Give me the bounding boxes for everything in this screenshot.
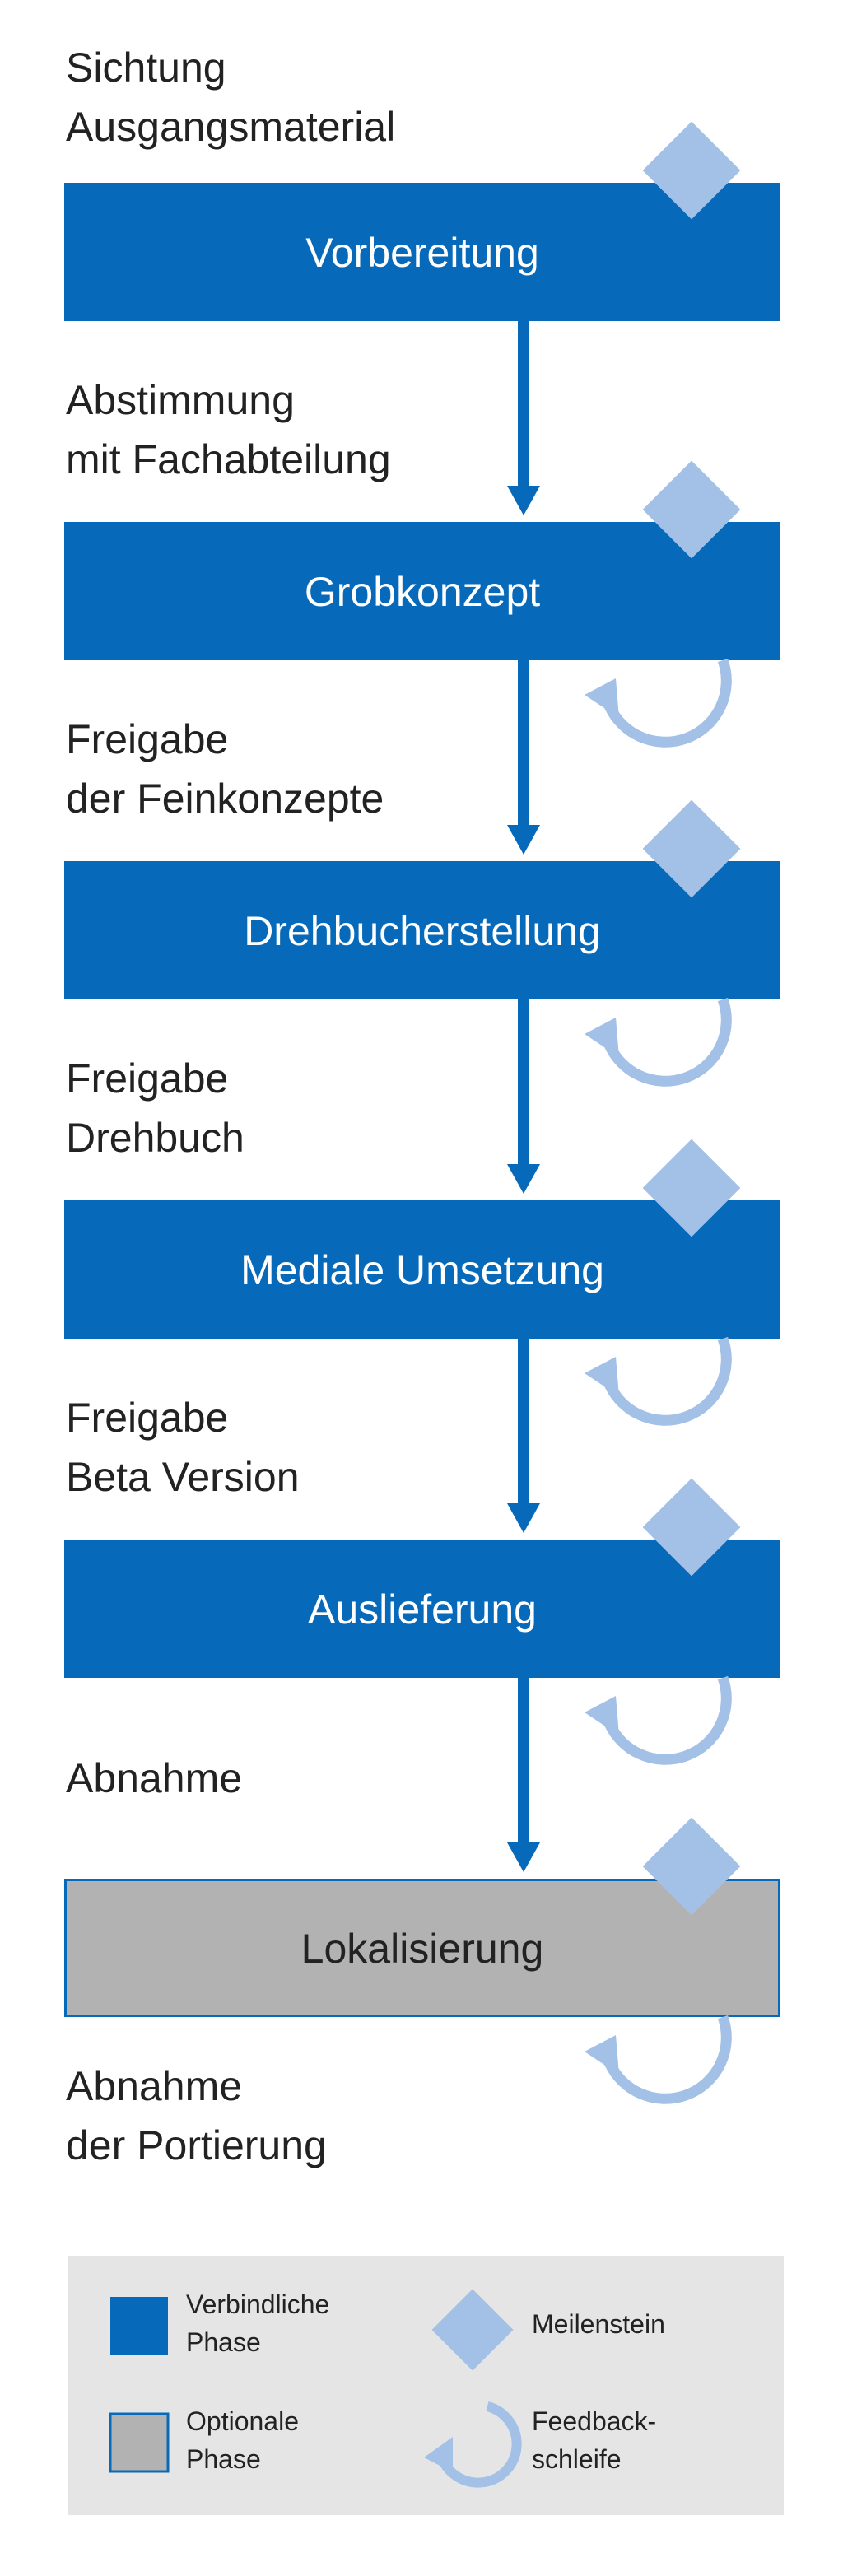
legend xyxy=(68,2256,784,2515)
phase-box: Lokalisierung xyxy=(64,1817,780,2017)
feedback-loop-icon xyxy=(585,2015,732,2104)
transition-note: Freigabe der Feinkonzepte xyxy=(66,716,384,822)
phase-box: Auslieferung xyxy=(64,1478,780,1678)
milestone-icon xyxy=(642,1817,741,1916)
phase-rect-mandatory xyxy=(64,1200,780,1339)
flow-arrow xyxy=(507,1678,540,1872)
start-note: Sichtung Ausgangsmaterial xyxy=(66,44,396,150)
phase-box: Drehbucherstellung xyxy=(64,799,780,999)
milestone-icon xyxy=(642,1478,741,1577)
end-note: Abnahme der Portierung xyxy=(66,2063,327,2168)
phase-box: Vorbereitung xyxy=(64,121,780,321)
legend-mandatory-swatch xyxy=(110,2297,168,2355)
feedback-loop-icon xyxy=(424,2401,522,2488)
feedback-loop-icon xyxy=(585,1336,732,1426)
flow-arrow xyxy=(507,999,540,1194)
transition-note: Abnahme xyxy=(66,1755,243,1801)
milestone-icon xyxy=(642,121,741,220)
transition-note: Freigabe Drehbuch xyxy=(66,1055,245,1161)
legend-background xyxy=(68,2256,784,2515)
phase-rect-mandatory xyxy=(64,522,780,660)
phase-label: Grobkonzept xyxy=(305,569,540,615)
legend-mandatory-label: Verbindliche Phase xyxy=(186,2290,330,2357)
feedback-loops xyxy=(585,658,732,2104)
feedback-loop-icon xyxy=(585,997,732,1087)
phase-label: Auslieferung xyxy=(308,1586,537,1633)
milestone-icon xyxy=(642,460,741,559)
milestone-icon xyxy=(642,799,741,898)
legend-feedback-label: Feedback- schleife xyxy=(532,2406,657,2474)
phase-rect-mandatory xyxy=(64,183,780,321)
transition-note: Abstimmung mit Fachabteilung xyxy=(66,377,391,482)
flow-arrow xyxy=(507,660,540,855)
phase-box: Mediale Umsetzung xyxy=(64,1139,780,1339)
milestone-icon xyxy=(642,1139,741,1237)
milestone-icon xyxy=(431,2289,514,2371)
feedback-loop-icon xyxy=(585,658,732,748)
phase-rect-mandatory xyxy=(64,861,780,999)
flow-arrow xyxy=(507,321,540,515)
phase-label: Vorbereitung xyxy=(305,230,539,276)
feedback-loop-icon xyxy=(585,1675,732,1765)
legend-optional-label: Optionale Phase xyxy=(186,2406,299,2474)
phase-rect-optional xyxy=(64,1879,780,2017)
phase-label: Mediale Umsetzung xyxy=(240,1247,604,1293)
phase-label: Lokalisierung xyxy=(301,1926,544,1972)
phase-rect-mandatory xyxy=(64,1540,780,1678)
phases: VorbereitungGrobkonzeptDrehbucherstellun… xyxy=(64,121,780,2017)
transition-note: Freigabe Beta Version xyxy=(66,1395,300,1500)
flow-arrows xyxy=(507,321,540,1872)
phase-box: Grobkonzept xyxy=(64,460,780,660)
flow-arrow xyxy=(507,1339,540,1533)
legend-optional-swatch xyxy=(109,2412,170,2473)
phase-label: Drehbucherstellung xyxy=(244,908,601,954)
legend-milestone-label: Meilenstein xyxy=(532,2309,665,2339)
